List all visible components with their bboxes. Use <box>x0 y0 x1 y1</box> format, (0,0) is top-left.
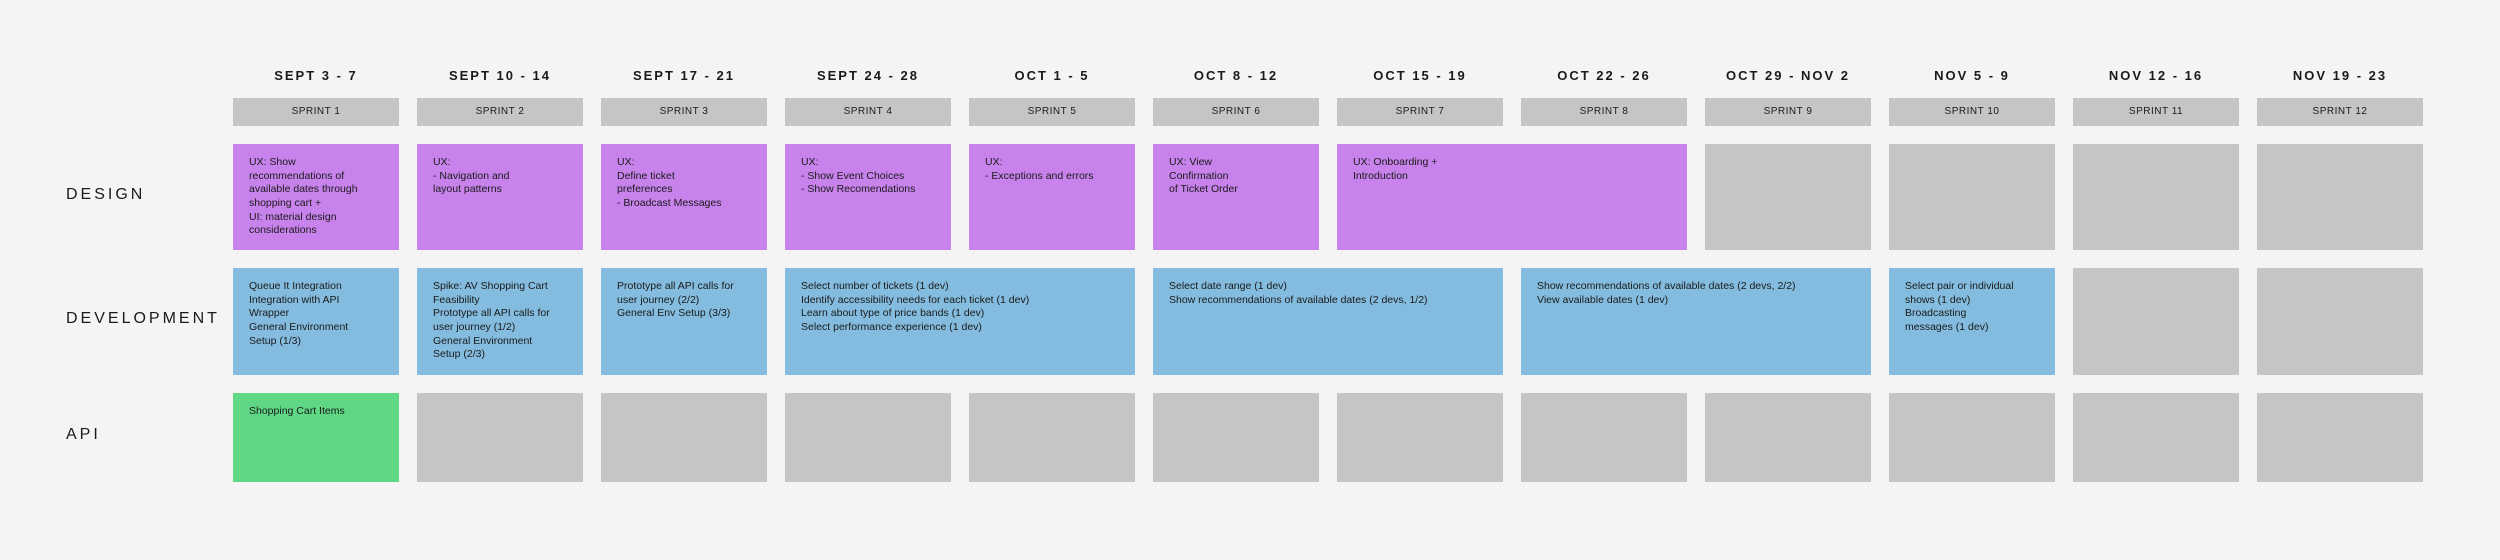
empty-slot-development <box>2257 268 2423 375</box>
empty-slot-api <box>417 393 583 482</box>
week-label: OCT 1 - 5 <box>1014 68 1090 83</box>
task-card-design: UX: Define ticket preferences - Broadcas… <box>601 144 767 250</box>
sprint-label: SPRINT 4 <box>785 98 951 126</box>
task-card-development: Show recommendations of available dates … <box>1521 268 1871 375</box>
task-card-api: Shopping Cart Items <box>233 393 399 482</box>
empty-slot-design <box>2073 144 2239 250</box>
empty-slot-api <box>969 393 1135 482</box>
empty-slot-api <box>601 393 767 482</box>
task-card-design: UX: - Navigation and layout patterns <box>417 144 583 250</box>
week-label: OCT 29 - NOV 2 <box>1725 68 1851 83</box>
sprint-label: SPRINT 3 <box>601 98 767 126</box>
row-label-development: DEVELOPMENT <box>66 310 220 327</box>
empty-slot-api <box>1153 393 1319 482</box>
task-card-design: UX: Show recommendations of available da… <box>233 144 399 250</box>
row-label-design: DESIGN <box>66 186 146 203</box>
empty-slot-design <box>1705 144 1871 250</box>
empty-slot-api <box>1337 393 1503 482</box>
task-card-development: Select date range (1 dev) Show recommend… <box>1153 268 1503 375</box>
empty-slot-development <box>2073 268 2239 375</box>
sprint-label: SPRINT 12 <box>2257 98 2423 126</box>
week-label: OCT 15 - 19 <box>1373 68 1467 83</box>
week-label: NOV 5 - 9 <box>1934 68 2010 83</box>
empty-slot-api <box>1889 393 2055 482</box>
task-card-development: Queue It Integration Integration with AP… <box>233 268 399 375</box>
sprint-label: SPRINT 6 <box>1153 98 1319 126</box>
task-card-design: UX: Onboarding + Introduction <box>1337 144 1687 250</box>
empty-slot-api <box>785 393 951 482</box>
row-label-api: API <box>66 426 101 443</box>
task-card-design: UX: - Show Event Choices - Show Recomend… <box>785 144 951 250</box>
week-label: SEPT 24 - 28 <box>816 68 920 83</box>
empty-slot-design <box>1889 144 2055 250</box>
sprint-label: SPRINT 7 <box>1337 98 1503 126</box>
task-card-development: Spike: AV Shopping Cart Feasibility Prot… <box>417 268 583 375</box>
empty-slot-design <box>2257 144 2423 250</box>
empty-slot-api <box>1705 393 1871 482</box>
empty-slot-api <box>2073 393 2239 482</box>
sprint-label: SPRINT 8 <box>1521 98 1687 126</box>
sprint-label: SPRINT 1 <box>233 98 399 126</box>
task-card-development: Prototype all API calls for user journey… <box>601 268 767 375</box>
sprint-label: SPRINT 11 <box>2073 98 2239 126</box>
task-card-development: Select pair or individual shows (1 dev) … <box>1889 268 2055 375</box>
task-card-development: Select number of tickets (1 dev) Identif… <box>785 268 1135 375</box>
empty-slot-api <box>2257 393 2423 482</box>
week-label: OCT 22 - 26 <box>1557 68 1651 83</box>
week-label: OCT 8 - 12 <box>1193 68 1279 83</box>
sprint-label: SPRINT 10 <box>1889 98 2055 126</box>
week-label: NOV 12 - 16 <box>2108 68 2204 83</box>
week-label: SEPT 17 - 21 <box>632 68 736 83</box>
sprint-label: SPRINT 5 <box>969 98 1135 126</box>
task-card-design: UX: View Confirmation of Ticket Order <box>1153 144 1319 250</box>
week-label: SEPT 3 - 7 <box>274 68 358 83</box>
sprint-label: SPRINT 2 <box>417 98 583 126</box>
task-card-design: UX: - Exceptions and errors <box>969 144 1135 250</box>
empty-slot-api <box>1521 393 1687 482</box>
week-label: NOV 19 - 23 <box>2292 68 2388 83</box>
sprint-label: SPRINT 9 <box>1705 98 1871 126</box>
week-label: SEPT 10 - 14 <box>448 68 552 83</box>
